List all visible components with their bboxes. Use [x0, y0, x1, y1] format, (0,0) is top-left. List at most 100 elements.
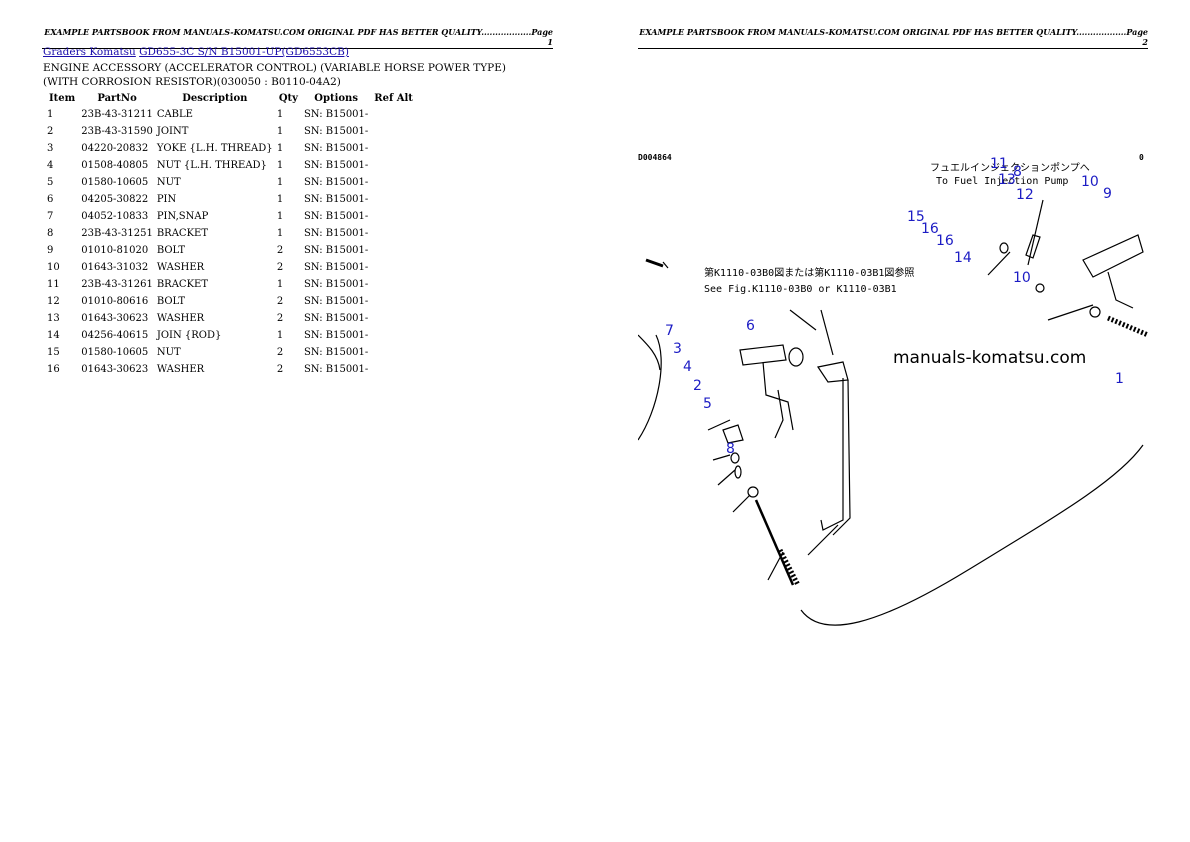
- cell-options: SN: B15001-: [303, 109, 369, 120]
- cell-partno: 01580-10605: [81, 177, 149, 188]
- callout-16: 16: [921, 221, 939, 237]
- cell-description: PIN,SNAP: [156, 211, 209, 222]
- callout-10-b: 10: [1013, 270, 1031, 286]
- cell-partno: 04052-10833: [81, 211, 149, 222]
- page-title: ENGINE ACCESSORY (ACCELERATOR CONTROL) (…: [43, 62, 507, 88]
- callout-14: 14: [954, 250, 972, 266]
- cell-item: 8: [47, 228, 54, 239]
- cell-partno: 01010-80616: [81, 296, 149, 307]
- cell-options: SN: B15001-: [303, 177, 369, 188]
- cell-item: 3: [47, 143, 54, 154]
- cell-options: SN: B15001-: [303, 347, 369, 358]
- cell-description: BOLT: [156, 245, 186, 256]
- cell-ref-alt: [370, 293, 417, 310]
- callout-16-b: 16: [936, 233, 954, 249]
- cell-qty: 1: [276, 177, 284, 188]
- cell-item: 2: [47, 126, 54, 137]
- callout-13: 13: [998, 172, 1016, 188]
- cell-description: YOKE {L.H. THREAD}: [156, 143, 273, 154]
- cell-ref-alt: [370, 123, 417, 140]
- callout-11: 11: [990, 156, 1008, 172]
- cell-description: NUT: [156, 347, 181, 358]
- cell-description: JOIN {ROD}: [156, 330, 222, 341]
- breadcrumb: Graders Komatsu GD655-3C S/N B15001-UP(G…: [43, 46, 349, 59]
- cell-qty: 2: [276, 313, 284, 324]
- cell-partno: 04220-20832: [81, 143, 149, 154]
- callout-2: 2: [693, 378, 702, 394]
- cell-ref-alt: [370, 344, 417, 361]
- parts-table: Item PartNo Description Qty Options Ref …: [45, 91, 417, 378]
- callout-1: 1: [1115, 371, 1124, 387]
- cell-ref-alt: [370, 276, 417, 293]
- cell-description: WASHER: [156, 364, 205, 375]
- cell-ref-alt: [370, 157, 417, 174]
- cell-ref-alt: [370, 208, 417, 225]
- cell-options: SN: B15001-: [303, 143, 369, 154]
- page-2: EXAMPLE PARTSBOOK FROM MANUALS-KOMATSU.C…: [595, 0, 1190, 842]
- cell-item: 4: [47, 160, 54, 171]
- table-row: 15 01580-10605 NUT 2 SN: B15001-: [45, 344, 417, 361]
- cell-partno: 01580-10605: [81, 347, 149, 358]
- cell-item: 1: [47, 109, 54, 120]
- breadcrumb-link-model[interactable]: GD655-3C S/N B15001-UP(GD6553CB): [139, 46, 349, 58]
- col-header-description: Description: [182, 93, 248, 104]
- callout-8-b: 8: [726, 441, 735, 457]
- cell-item: 15: [47, 347, 60, 358]
- cell-ref-alt: [370, 242, 417, 259]
- page-header: EXAMPLE PARTSBOOK FROM MANUALS-KOMATSU.C…: [638, 27, 1148, 49]
- callout-15: 15: [907, 209, 925, 225]
- callout-8: 8: [1013, 164, 1022, 180]
- cell-partno: 01010-81020: [81, 245, 149, 256]
- cell-ref-alt: [370, 310, 417, 327]
- callout-9: 9: [1103, 186, 1112, 202]
- cell-options: SN: B15001-: [303, 194, 369, 205]
- cell-options: SN: B15001-: [303, 279, 369, 290]
- cell-ref-alt: [370, 225, 417, 242]
- cell-qty: 1: [276, 126, 284, 137]
- line-art: [638, 199, 1148, 626]
- cell-description: NUT {L.H. THREAD}: [156, 160, 267, 171]
- label-fuel-pump-en: To Fuel Injection Pump: [936, 176, 1068, 187]
- callout-3: 3: [673, 341, 682, 357]
- cell-partno: 04205-30822: [81, 194, 149, 205]
- cell-partno: 01643-31032: [81, 262, 149, 273]
- cell-options: SN: B15001-: [303, 262, 369, 273]
- cell-description: WASHER: [156, 313, 205, 324]
- cell-description: WASHER: [156, 262, 205, 273]
- cell-partno: 01643-30623: [81, 364, 149, 375]
- cell-qty: 1: [276, 211, 284, 222]
- cell-item: 10: [47, 262, 60, 273]
- cell-item: 13: [47, 313, 60, 324]
- breadcrumb-link-graders[interactable]: Graders Komatsu: [43, 46, 136, 58]
- cell-qty: 1: [276, 109, 284, 120]
- cell-ref-alt: [370, 361, 417, 378]
- table-header-row: Item PartNo Description Qty Options Ref …: [45, 91, 417, 106]
- cell-options: SN: B15001-: [303, 228, 369, 239]
- cell-qty: 2: [276, 347, 284, 358]
- cell-partno: 23B-43-31211: [81, 109, 153, 120]
- cell-options: SN: B15001-: [303, 313, 369, 324]
- cell-qty: 1: [276, 330, 284, 341]
- label-ref-jp: 第K1110-03B0図または第K1110-03B1図参照: [704, 266, 914, 279]
- cell-item: 9: [47, 245, 54, 256]
- cell-qty: 1: [276, 143, 284, 154]
- cell-description: CABLE: [156, 109, 193, 120]
- cell-options: SN: B15001-: [303, 296, 369, 307]
- cell-options: SN: B15001-: [303, 245, 369, 256]
- label-fuel-pump-jp: フュエルインジェクションポンプへ: [930, 162, 1090, 174]
- cell-item: 5: [47, 177, 54, 188]
- cell-qty: 1: [276, 160, 284, 171]
- cell-description: BOLT: [156, 296, 186, 307]
- cell-partno: 04256-40615: [81, 330, 149, 341]
- col-header-ref-alt: Ref Alt: [374, 93, 413, 104]
